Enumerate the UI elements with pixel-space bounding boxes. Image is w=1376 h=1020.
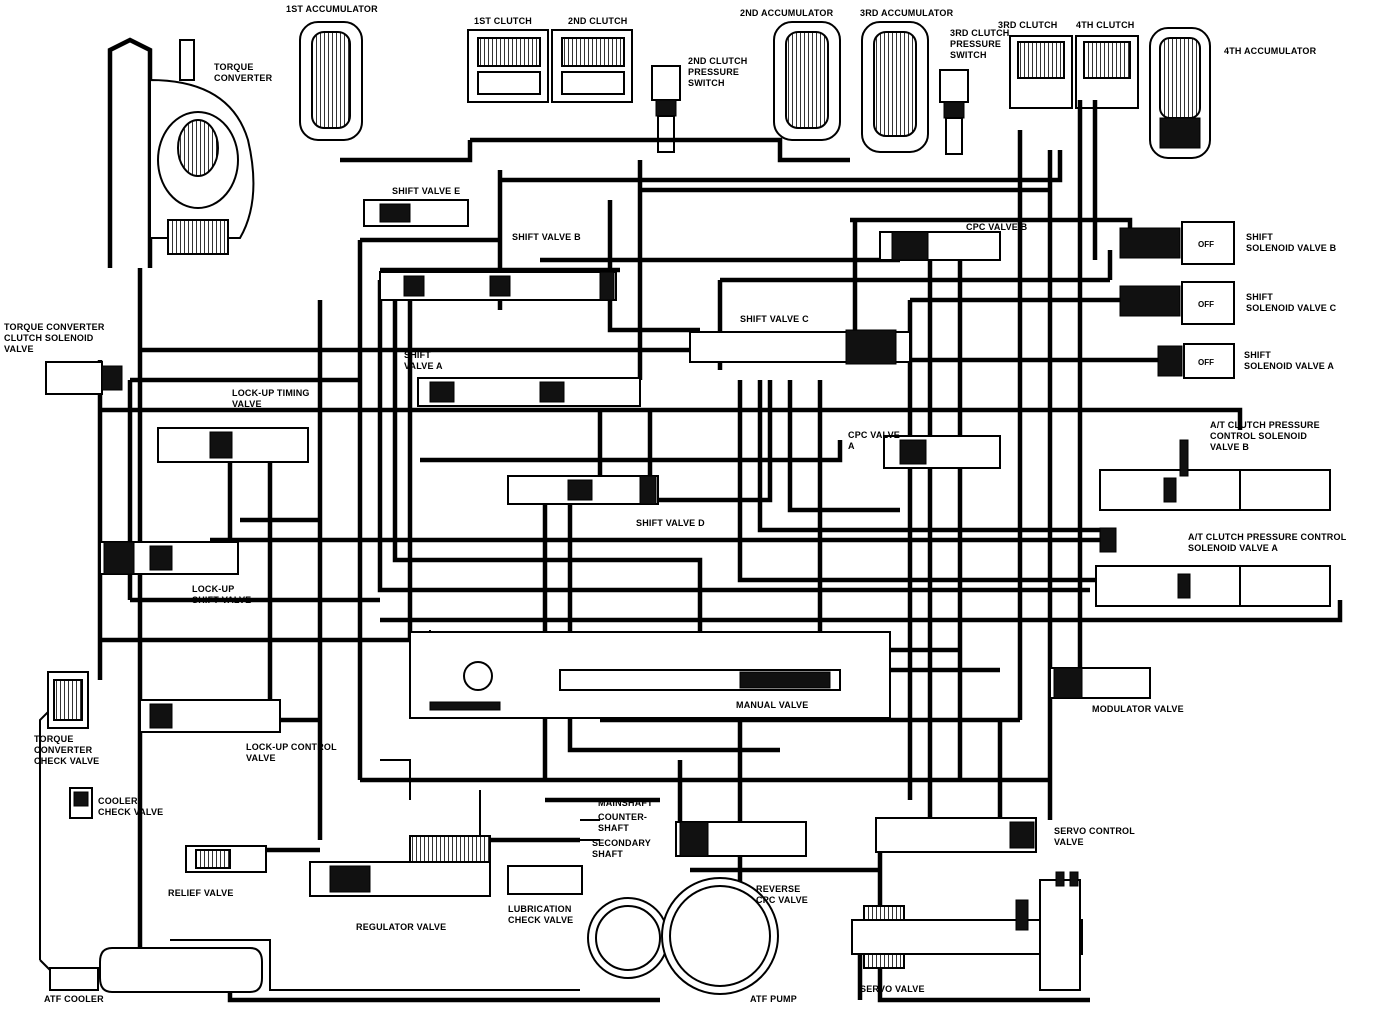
lubrication-check-valve [507,865,583,895]
label-regulator-valve: REGULATOR VALVE [356,922,447,932]
shift-solenoid-valve-b: OFF [1119,221,1235,265]
clutch-3-assembly [1009,35,1073,109]
label-shift-valve-b: SHIFT VALVE B [512,232,581,242]
label-countershaft: COUNTER- SHAFT [598,812,648,833]
label-mainshaft: MAINSHAFT [598,798,653,808]
cooler-check-valve [69,787,93,819]
label-torque-converter: TORQUE CONVERTER [214,62,273,83]
label-secondary-shaft: SECONDARY SHAFT [592,838,651,859]
cpc-valve-b [879,231,1001,261]
atf-cooler [49,947,263,993]
at-clutch-pressure-control-solenoid-valve-b [1099,439,1331,511]
label-1st-clutch: 1ST CLUTCH [474,16,532,26]
label-lock-up-control-valve: LOCK-UP CONTROL VALVE [246,742,337,763]
solenoid-c-state: OFF [1198,300,1214,309]
torque-converter-clutch-solenoid-valve [45,361,123,395]
label-lock-up-shift-valve: LOCK-UP SHIFT VALVE [192,584,252,605]
shift-valve-e [363,199,469,227]
label-manual-valve: MANUAL VALVE [736,700,809,710]
label-2nd-accumulator: 2ND ACCUMULATOR [740,8,834,18]
label-3rd-accumulator: 3RD ACCUMULATOR [860,8,954,18]
label-torque-converter-check-valve: TORQUE CONVERTER CHECK VALVE [34,734,100,766]
cpc-valve-a [883,435,1001,469]
clutch-1-assembly [467,29,549,103]
accumulator-3 [861,21,929,153]
clutch-3-pressure-switch [939,69,969,155]
clutch-2-assembly [551,29,633,103]
modulator-valve [1049,667,1151,699]
lock-up-shift-valve [99,541,239,575]
label-lock-up-timing-valve: LOCK-UP TIMING VALVE [232,388,310,409]
accumulator-1 [299,21,363,141]
label-3rd-clutch-pressure-switch: 3RD CLUTCH PRESSURE SWITCH [950,28,1010,60]
label-1st-accumulator: 1ST ACCUMULATOR [286,4,378,14]
shaft-markers [1015,871,1079,931]
label-2nd-clutch: 2ND CLUTCH [568,16,628,26]
label-torque-converter-clutch-solenoid-valve: TORQUE CONVERTER CLUTCH SOLENOID VALVE [4,322,105,354]
lock-up-control-valve [139,699,281,733]
label-at-clutch-pressure-control-solenoid-valve-a: A/T CLUTCH PRESSURE CONTROL SOLENOID VAL… [1188,532,1347,553]
label-atf-cooler: ATF COOLER [44,994,104,1004]
shift-valve-d [507,475,659,505]
manual-valve [409,631,891,719]
label-lubrication-check-valve: LUBRICATION CHECK VALVE [508,904,574,925]
regulator-valve [309,835,491,897]
reverse-cpc-valve [675,821,807,857]
relief-valve [185,845,267,873]
clutch-4-assembly [1075,35,1139,109]
servo-valve [851,879,1083,991]
accumulator-4 [1149,27,1211,159]
label-shift-valve-a: SHIFT VALVE A [404,350,443,371]
shift-solenoid-valve-a: OFF [1157,343,1235,379]
label-shift-solenoid-valve-b: SHIFT SOLENOID VALVE B [1246,232,1337,253]
clutch-2-pressure-switch [651,65,681,153]
at-clutch-pressure-control-solenoid-valve-a [1095,527,1331,607]
label-modulator-valve: MODULATOR VALVE [1092,704,1184,714]
label-2nd-clutch-pressure-switch: 2ND CLUTCH PRESSURE SWITCH [688,56,748,88]
label-cpc-valve-a: CPC VALVE A [848,430,900,451]
label-servo-valve: SERVO VALVE [860,984,925,994]
label-reverse-cpc-valve: REVERSE CPC VALVE [756,884,808,905]
shift-valve-a [417,377,641,407]
atf-pump [587,877,779,995]
servo-control-valve [875,817,1037,853]
shift-valve-c [689,329,911,365]
solenoid-a-state: OFF [1198,358,1214,367]
shift-solenoid-valve-c: OFF [1119,281,1235,325]
label-cpc-valve-b: CPC VALVE B [966,222,1028,232]
label-3rd-clutch: 3RD CLUTCH [998,20,1058,30]
shift-valve-b [379,271,617,301]
label-shift-valve-e: SHIFT VALVE E [392,186,461,196]
torque-converter [107,37,255,268]
label-4th-clutch: 4TH CLUTCH [1076,20,1135,30]
label-shift-solenoid-valve-c: SHIFT SOLENOID VALVE C [1246,292,1337,313]
label-shift-valve-c: SHIFT VALVE C [740,314,809,324]
label-cooler-check-valve: COOLER CHECK VALVE [98,796,164,817]
label-4th-accumulator: 4TH ACCUMULATOR [1224,46,1317,56]
label-at-clutch-pressure-control-solenoid-valve-b: A/T CLUTCH PRESSURE CONTROL SOLENOID VAL… [1210,420,1320,452]
torque-converter-check-valve [47,671,89,729]
label-relief-valve: RELIEF VALVE [168,888,234,898]
lock-up-timing-valve [157,427,309,463]
label-shift-solenoid-valve-a: SHIFT SOLENOID VALVE A [1244,350,1335,371]
label-servo-control-valve: SERVO CONTROL VALVE [1054,826,1135,847]
solenoid-b-state: OFF [1198,240,1214,249]
accumulator-2 [773,21,841,141]
label-atf-pump: ATF PUMP [750,994,797,1004]
label-shift-valve-d: SHIFT VALVE D [636,518,705,528]
